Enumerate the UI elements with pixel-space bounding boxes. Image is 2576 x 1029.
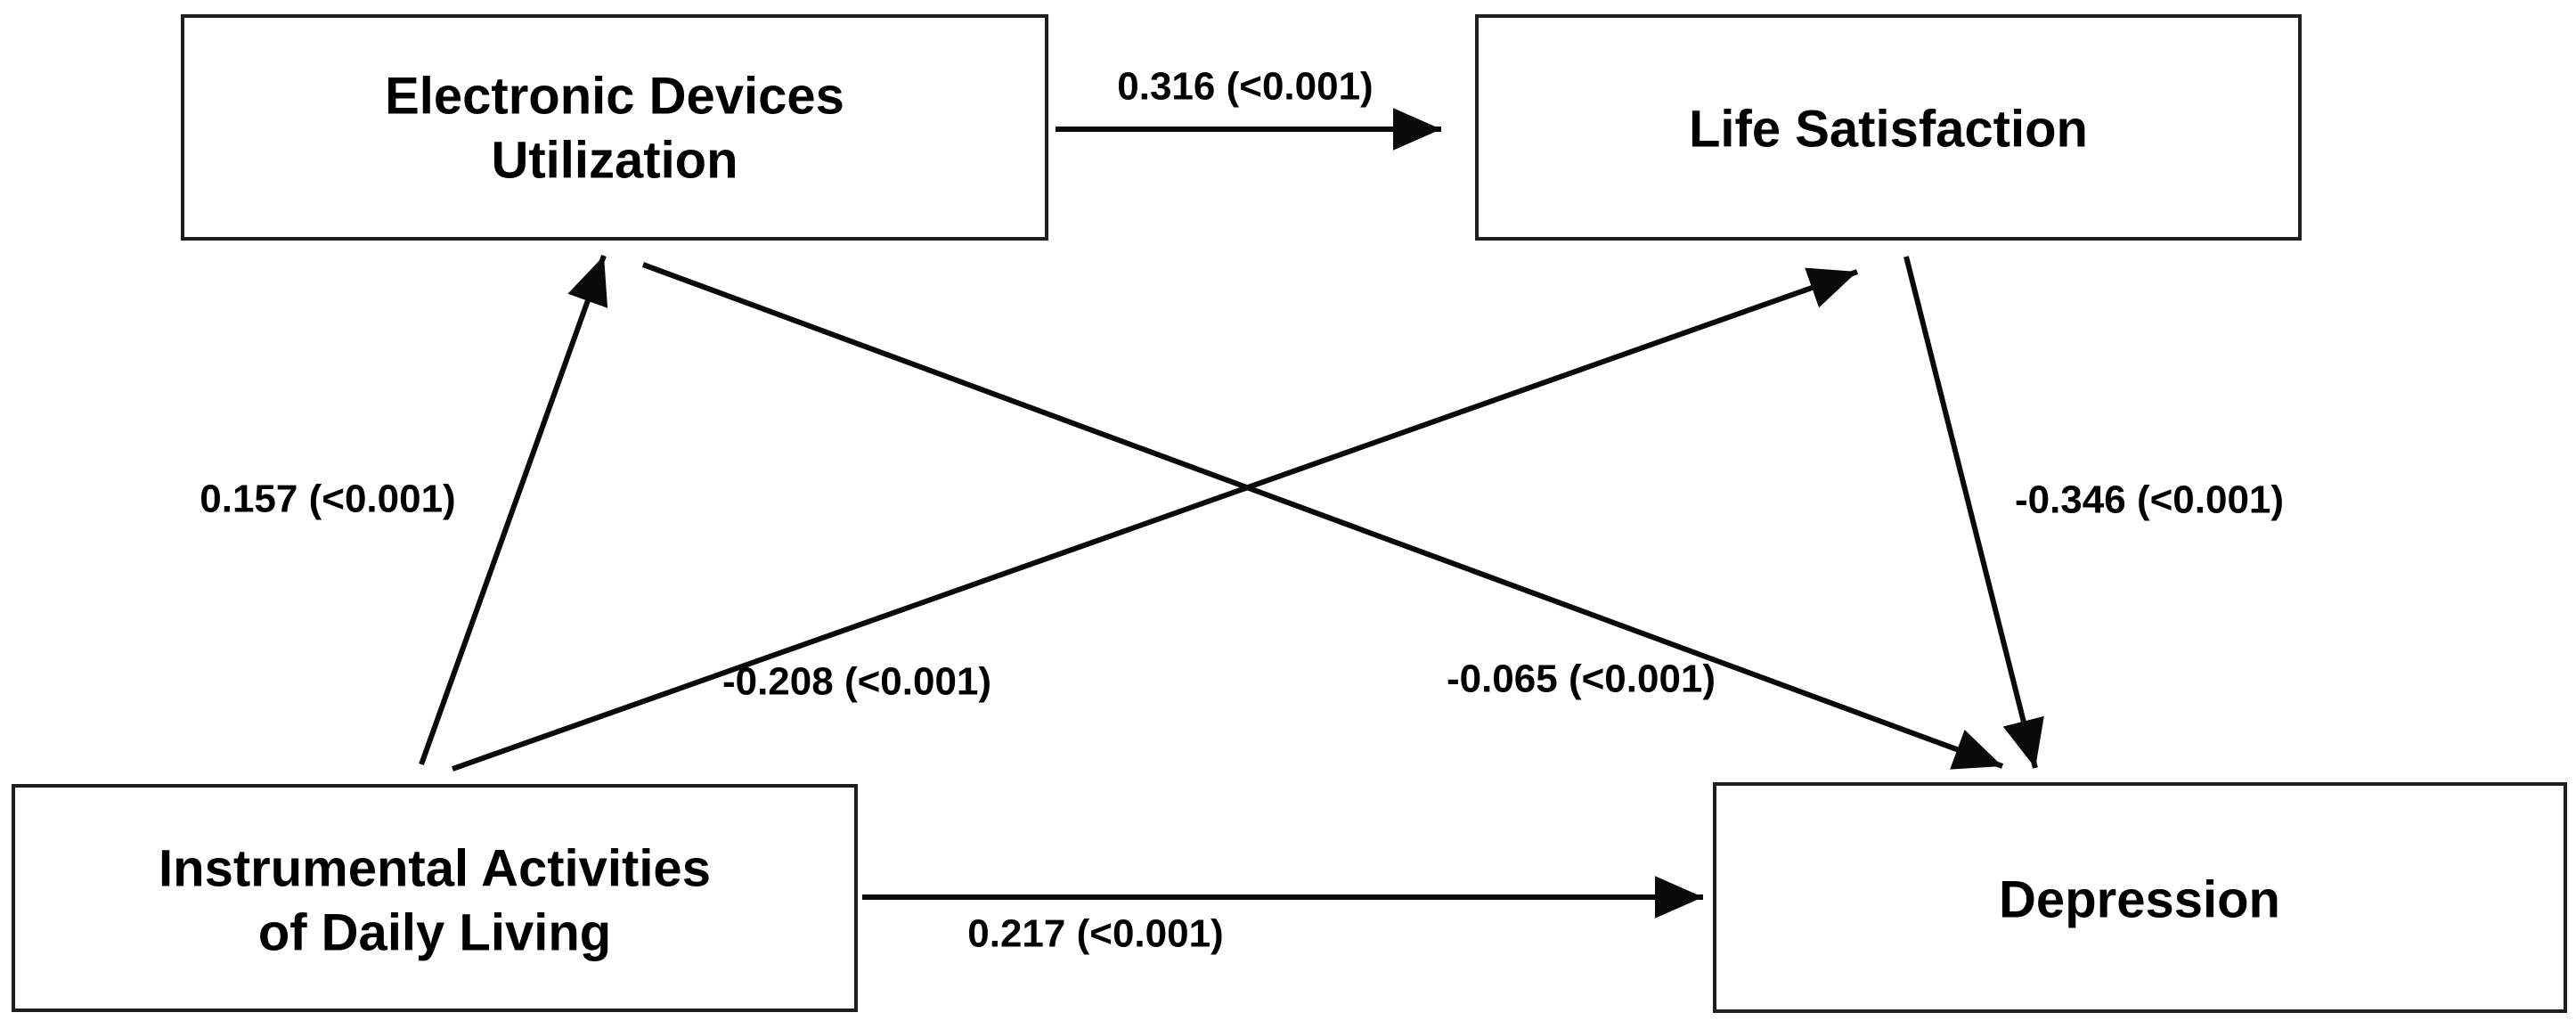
node-life-satisfaction: Life Satisfaction: [1475, 14, 2302, 241]
node-box-iadl: [12, 784, 858, 1012]
edge-edu-to-dep: -0.065 (<0.001): [641, 262, 2004, 770]
node-box-edu: [181, 14, 1048, 241]
edge-label-edu-to-dep: -0.065 (<0.001): [1447, 657, 1716, 701]
edge-iadl-to-ls: -0.208 (<0.001): [451, 267, 1859, 772]
edge-label-iadl-to-dep: 0.217 (<0.001): [967, 912, 1223, 956]
edge-label-edu-to-ls: 0.316 (<0.001): [1117, 65, 1373, 109]
node-electronic-devices-utilization: Electronic Devices Utilization: [181, 14, 1048, 241]
node-label-dep: Depression: [1999, 871, 2280, 929]
edge-iadl-to-dep: 0.217 (<0.001): [862, 876, 1703, 956]
arrow-edu-to-dep: [641, 262, 2004, 770]
node-box-ls: [1475, 14, 2302, 241]
edge-ls-to-dep: -0.346 (<0.001): [1903, 256, 2284, 769]
node-label-edu-line1: Electronic Devices: [385, 68, 844, 126]
node-box-dep: [1713, 782, 2567, 1013]
node-depression: Depression: [1713, 782, 2567, 1013]
arrow-ls-to-dep: [1903, 256, 2044, 769]
edge-label-iadl-to-edu: 0.157 (<0.001): [200, 478, 455, 521]
node-label-ls: Life Satisfaction: [1689, 101, 2088, 159]
node-instrumental-activities-of-daily-living: Instrumental Activities of Daily Living: [12, 784, 858, 1012]
node-label-iadl-line1: Instrumental Activities: [159, 840, 711, 898]
edge-label-ls-to-dep: -0.346 (<0.001): [2015, 478, 2284, 522]
edge-iadl-to-edu: 0.157 (<0.001): [200, 254, 608, 766]
arrow-iadl-to-ls: [451, 267, 1859, 772]
arrow-iadl-to-edu: [419, 254, 608, 766]
node-label-edu-line2: Utilization: [491, 132, 738, 190]
edge-edu-to-ls: 0.316 (<0.001): [1056, 65, 1441, 151]
edge-label-iadl-to-ls: -0.208 (<0.001): [722, 660, 991, 704]
node-label-iadl-line2: of Daily Living: [258, 904, 611, 962]
